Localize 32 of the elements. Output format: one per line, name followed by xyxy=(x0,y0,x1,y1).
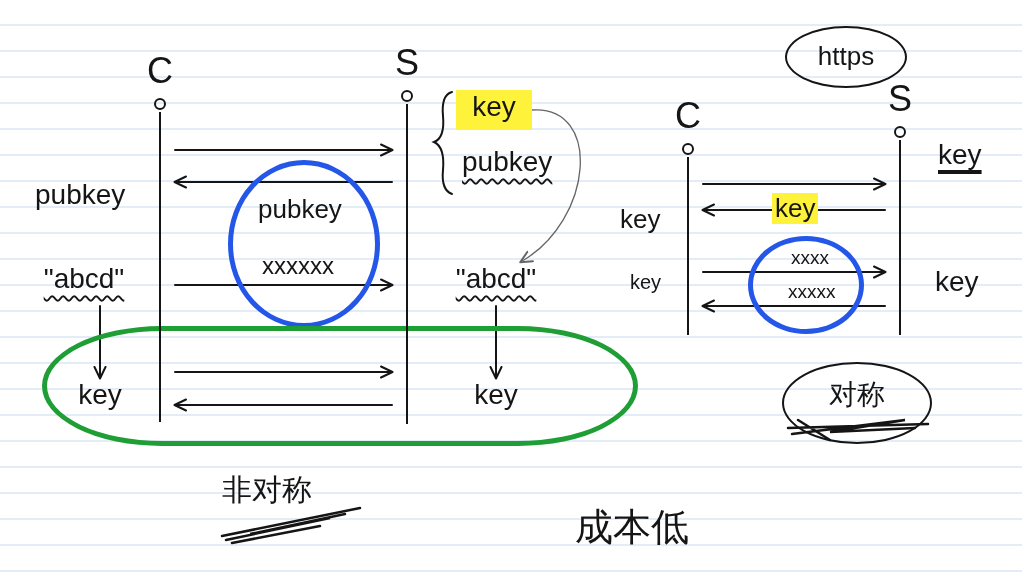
edge-label: key xyxy=(772,193,819,225)
participant-label: C xyxy=(674,95,702,137)
side-label: pubkey xyxy=(35,178,126,212)
note-text: 成本低 xyxy=(575,505,689,550)
node-text: key xyxy=(466,378,526,416)
node-text: "abcd" xyxy=(440,262,552,306)
edge-label: xxxx xyxy=(790,247,830,270)
edge-label: xxxxxx xyxy=(261,252,335,281)
arrow xyxy=(702,265,887,279)
side-label: key xyxy=(938,138,982,172)
arrow xyxy=(702,177,887,191)
participant-label: S xyxy=(394,42,420,84)
node-text: key xyxy=(456,90,532,130)
arrow xyxy=(173,398,393,412)
note-text: 非对称 xyxy=(222,472,312,508)
edge-label: xxxxx xyxy=(787,281,837,304)
participant-label: C xyxy=(146,50,174,92)
arrow xyxy=(173,175,393,189)
side-label: key xyxy=(630,270,662,295)
arrow xyxy=(174,278,394,292)
oval-node: 对称 xyxy=(782,362,932,444)
arrow xyxy=(519,109,581,264)
arrow xyxy=(489,305,503,380)
side-label: key xyxy=(620,204,661,236)
arrow xyxy=(174,143,394,157)
arrow xyxy=(93,305,107,380)
node-text: key xyxy=(70,378,130,416)
arrow xyxy=(174,365,394,379)
arrow xyxy=(701,299,886,313)
node-text: "abcd" xyxy=(28,262,140,306)
side-label: key xyxy=(935,265,979,299)
edge-label: pubkey xyxy=(257,194,343,226)
